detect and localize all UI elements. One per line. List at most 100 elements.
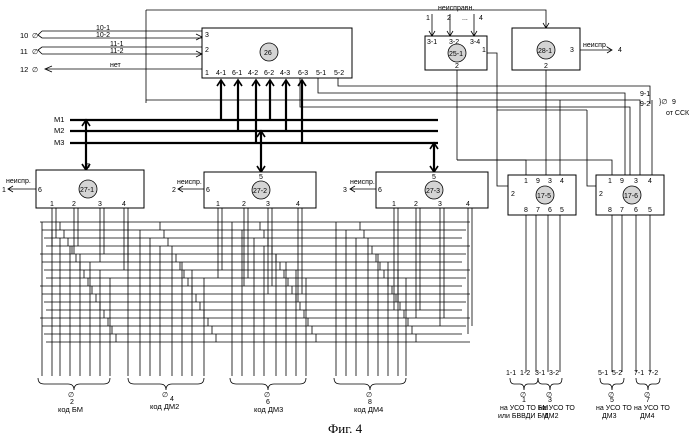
block-27-1-pin-5: 5 — [86, 163, 90, 170]
block-17-6-pin-4: 4 — [648, 178, 652, 185]
out-27-2: 2 — [172, 187, 176, 194]
input-25-4: 4 — [479, 15, 483, 22]
pin-7-2: 7-2 — [648, 370, 658, 377]
wire-10-1: 10-1 — [96, 25, 110, 32]
out-28: 4 — [618, 47, 622, 54]
pin-1-1: 1-1 — [506, 370, 516, 377]
block-26-pin-4-3: 4-3 — [280, 70, 290, 77]
block-27-1-pin-4: 4 — [122, 201, 126, 208]
out-group-1-line2: или БВВДИ БМ — [498, 413, 548, 420]
block-25-1-pin-2: 2 — [455, 63, 459, 70]
group-dm3-symbol: ∅ — [264, 392, 270, 399]
bus-links-27 — [82, 120, 438, 172]
wire-11-1: 11-1 — [110, 41, 124, 48]
block-17-6-pin-5: 5 — [648, 207, 652, 214]
group-bm-text: код БМ — [58, 405, 83, 414]
block-27-2-pin-1: 1 — [216, 201, 220, 208]
out-27-2-arrow — [178, 186, 204, 192]
block-27-3-label: 27-3 — [426, 188, 440, 195]
pin-3-2: 3-2 — [549, 370, 559, 377]
group-dm3-text: код ДМ3 — [254, 405, 283, 414]
block-27-1-pin-2: 2 — [72, 201, 76, 208]
input-25-1: 1 — [426, 15, 430, 22]
block-17-5-pin-2: 2 — [511, 191, 515, 198]
block-27-1-pin-6: 6 — [38, 187, 42, 194]
block-17-6-pin-2: 2 — [599, 191, 603, 198]
group-dm2-symbol: ∅ — [162, 392, 168, 399]
block-17-5-pin-6: 6 — [548, 207, 552, 214]
block-27-3-pin-1: 1 — [392, 201, 396, 208]
label-neispr-27-3: неиспр. — [350, 179, 375, 186]
out-27-1-arrow — [8, 186, 36, 192]
block-17-6-pin-3: 3 — [634, 178, 638, 185]
pin-7-1: 7-1 — [634, 370, 644, 377]
bus-m1-label: M1 — [54, 115, 64, 124]
block-17-6-pin-9: 9 — [620, 178, 624, 185]
block-27-1-label: 27-1 — [80, 187, 94, 194]
block-26-label: 26 — [264, 50, 272, 57]
block-17-5-pin-5: 5 — [560, 207, 564, 214]
out-group-3-line2: ДМ2 — [544, 413, 559, 420]
ssk-text: от ССК — [666, 110, 690, 117]
wire-net: нет — [110, 62, 122, 69]
terminal-11-symbol: ∅ — [32, 49, 38, 56]
label-neispr-27-1: неиспр. — [6, 178, 31, 185]
block-26-pin-2: 2 — [205, 47, 209, 54]
block-27-1-pin-1: 1 — [50, 201, 54, 208]
block-26-pin-1: 1 — [205, 70, 209, 77]
out-group-5-num: 5 — [610, 397, 614, 404]
out-27-3-arrow — [350, 186, 376, 192]
out-group-1-num: 1 — [522, 397, 526, 404]
label-neispravn-top: неисправн. — [438, 5, 474, 12]
out-group-5-line2: ДМ3 — [602, 413, 617, 420]
bottom-brackets — [38, 378, 660, 390]
block-27-2-label: 27-2 — [253, 188, 267, 195]
block-26-pin-6-2: 6-2 — [264, 70, 274, 77]
bus-m3-label: M3 — [54, 138, 64, 147]
block-26-pin-6-1: 6-1 — [232, 70, 242, 77]
figure-caption: Фиг. 4 — [328, 421, 363, 436]
block-25-1-pin-3-4: 3-4 — [470, 39, 480, 46]
block-26-pin-4-2: 4-2 — [248, 70, 258, 77]
block-25-1-pin-1: 1 — [482, 47, 486, 54]
wire-10-2: 10-2 — [96, 32, 110, 39]
block-17-6-pin-6: 6 — [634, 207, 638, 214]
block-27-2-pin-6: 6 — [206, 187, 210, 194]
out-group-7-line2: ДМ4 — [640, 413, 655, 420]
block-27-3-pin-2: 2 — [414, 201, 418, 208]
block-27-2-pin-4: 4 — [296, 201, 300, 208]
group-dm2-text: код ДМ2 — [150, 402, 179, 411]
pin-5-1: 5-1 — [598, 370, 608, 377]
pin-5-2: 5-2 — [612, 370, 622, 377]
block-17-5-pin-1: 1 — [524, 178, 528, 185]
block-26-pin-4-1: 4-1 — [216, 70, 226, 77]
block-17-5-pin-8: 8 — [524, 207, 528, 214]
block-27-3-pin-5: 5 — [432, 174, 436, 181]
terminal-12: 12 — [20, 65, 28, 74]
group-bm-symbol: ∅ — [68, 392, 74, 399]
block-26-pin-6-3: 6-3 — [298, 70, 308, 77]
wire-11-2: 11-2 — [110, 48, 124, 55]
group-dm4-symbol: ∅ — [366, 392, 372, 399]
block-27-2-pin-3: 3 — [266, 201, 270, 208]
block-17-6-label: 17-6 — [624, 193, 638, 200]
block-17-5-pin-4: 4 — [560, 178, 564, 185]
terminal-10-symbol: ∅ — [32, 33, 38, 40]
block-25-1-label: 25-1 — [449, 51, 463, 58]
out-group-5-line1: на УСО ТО — [596, 405, 632, 412]
block-26-pin-5-2: 5-2 — [334, 70, 344, 77]
ssk-num: 9 — [672, 99, 676, 106]
label-neispr-27-2: неиспр. — [177, 179, 202, 186]
block-28-1-label: 28-1 — [538, 48, 552, 55]
block-17-5-label: 17-5 — [537, 193, 551, 200]
terminal-10: 10 — [20, 31, 28, 40]
input-25-dots: ... — [462, 15, 468, 22]
terminal-12-symbol: ∅ — [32, 67, 38, 74]
block-17-5-pin-9: 9 — [536, 178, 540, 185]
block-17-wiring — [497, 110, 650, 372]
block-27-2-pin-5: 5 — [259, 174, 263, 181]
pin-1-2: 1-2 — [520, 370, 530, 377]
ssk-bracket: }∅ — [659, 99, 667, 106]
block-26-pin-5-1: 5-1 — [316, 70, 326, 77]
